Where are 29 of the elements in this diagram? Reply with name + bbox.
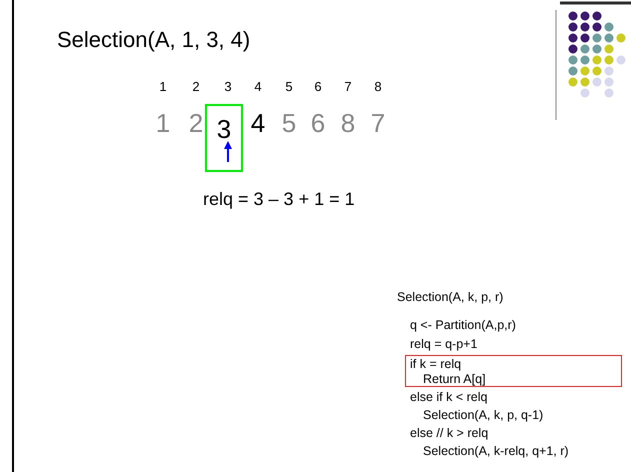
array-value: 3	[216, 114, 232, 146]
highlight-box	[405, 355, 622, 387]
array-value: 8	[340, 110, 356, 136]
formula-text: relq = 3 – 3 + 1 = 1	[203, 190, 355, 208]
index-number: 7	[344, 80, 352, 92]
index-number: 2	[192, 80, 200, 92]
code-line: Selection(A, k, p, r)	[397, 290, 504, 304]
array-value: 1	[156, 110, 170, 136]
index-number: 3	[224, 80, 232, 92]
code-line: else if k < relq	[410, 390, 488, 404]
index-number: 1	[159, 80, 167, 92]
array-value: 4	[250, 110, 266, 136]
code-line: if k = relq	[410, 357, 462, 372]
code-line: else // k > relq	[410, 426, 488, 440]
index-number: 6	[314, 80, 322, 92]
array-value: 2	[188, 110, 204, 136]
code-line: relq = q-p+1	[410, 338, 478, 350]
array-value: 6	[310, 110, 326, 136]
index-number: 8	[374, 80, 382, 92]
code-line: Selection(A, k, p, q-1)	[423, 408, 544, 422]
code-line: q <- Partition(A,p,r)	[410, 318, 516, 332]
array-value: 5	[282, 110, 296, 136]
code-line: Return A[q]	[422, 372, 486, 387]
slide-title: Selection(A, 1, 3, 4)	[57, 29, 250, 51]
highlight-box	[205, 104, 243, 172]
index-number: 5	[285, 80, 293, 92]
array-value: 7	[370, 110, 386, 136]
code-line: Selection(A, k-relq, q+1, r)	[423, 444, 569, 458]
index-number: 4	[254, 80, 262, 92]
